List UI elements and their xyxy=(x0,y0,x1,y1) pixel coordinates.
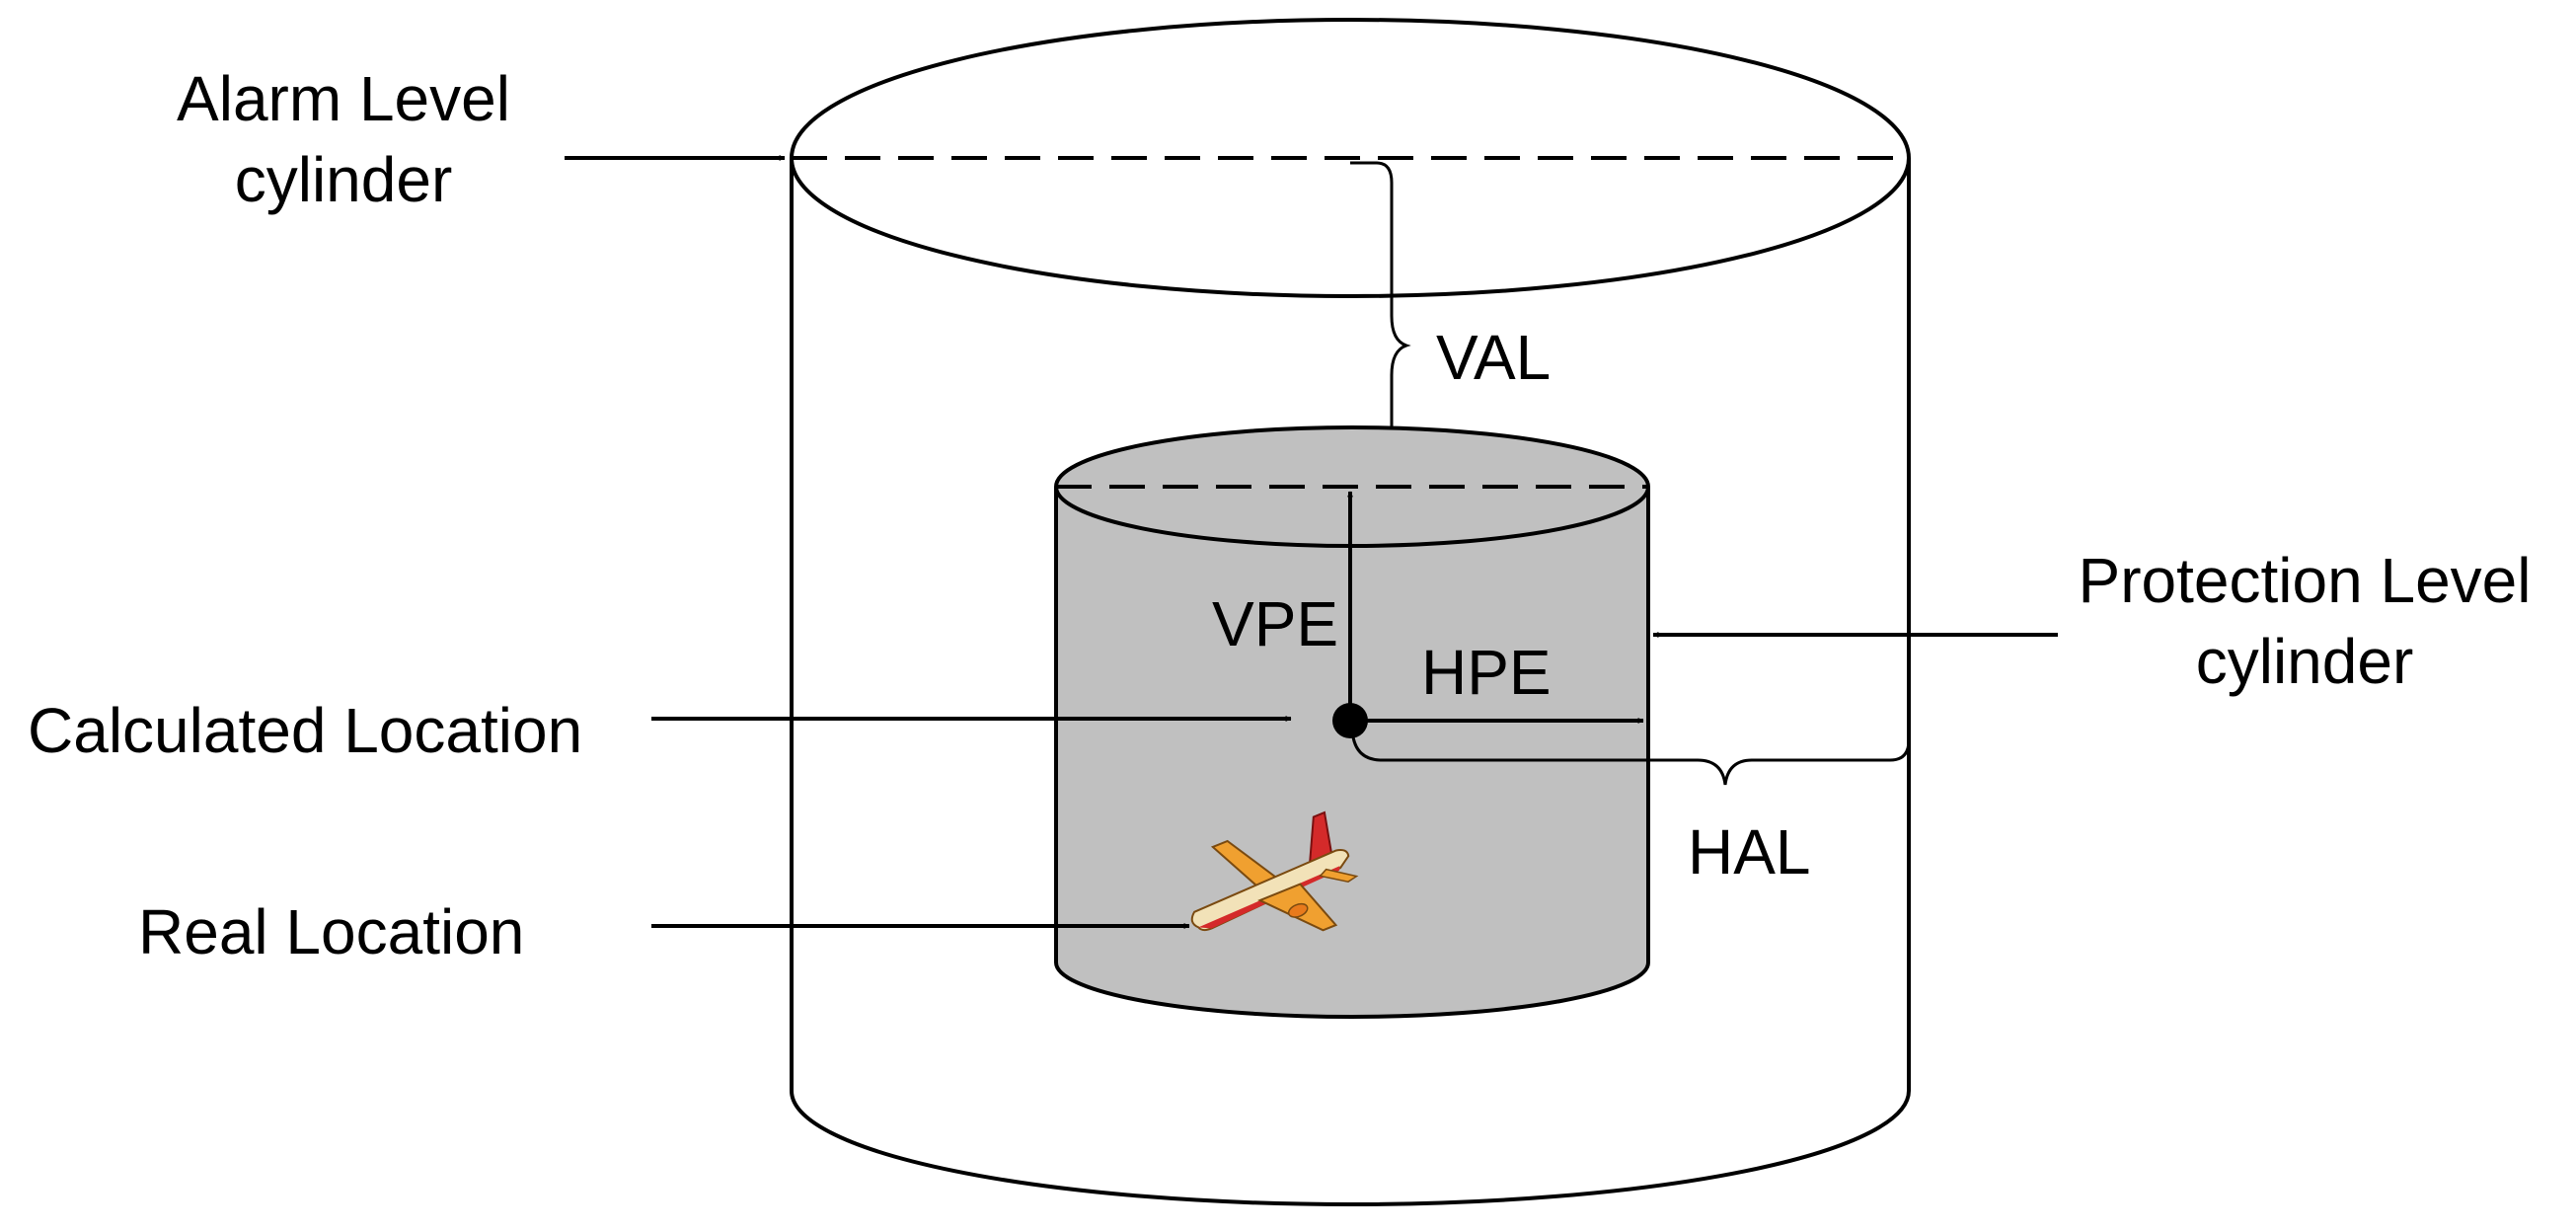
real-location-label: Real Location xyxy=(138,896,524,967)
val-brace xyxy=(1350,161,1411,706)
hal-label: HAL xyxy=(1688,816,1811,887)
alarm-level-label-line2: cylinder xyxy=(235,144,453,215)
airplane-icon xyxy=(1190,810,1359,932)
protection-cylinder-body xyxy=(1054,487,1650,1019)
protection-level-label-line1: Protection Level xyxy=(2079,545,2532,616)
protection-level-label-line2: cylinder xyxy=(2196,626,2414,697)
calculated-location-label: Calculated Location xyxy=(28,695,582,766)
vpe-label: VPE xyxy=(1212,588,1338,659)
alarm-level-label-line1: Alarm Level xyxy=(177,63,510,134)
protection-level-cylinder xyxy=(1054,425,1650,1019)
hpe-label: HPE xyxy=(1421,637,1552,708)
calculated-location-dot xyxy=(1332,703,1368,738)
val-label: VAL xyxy=(1436,322,1551,393)
hal-brace xyxy=(1350,725,1911,786)
